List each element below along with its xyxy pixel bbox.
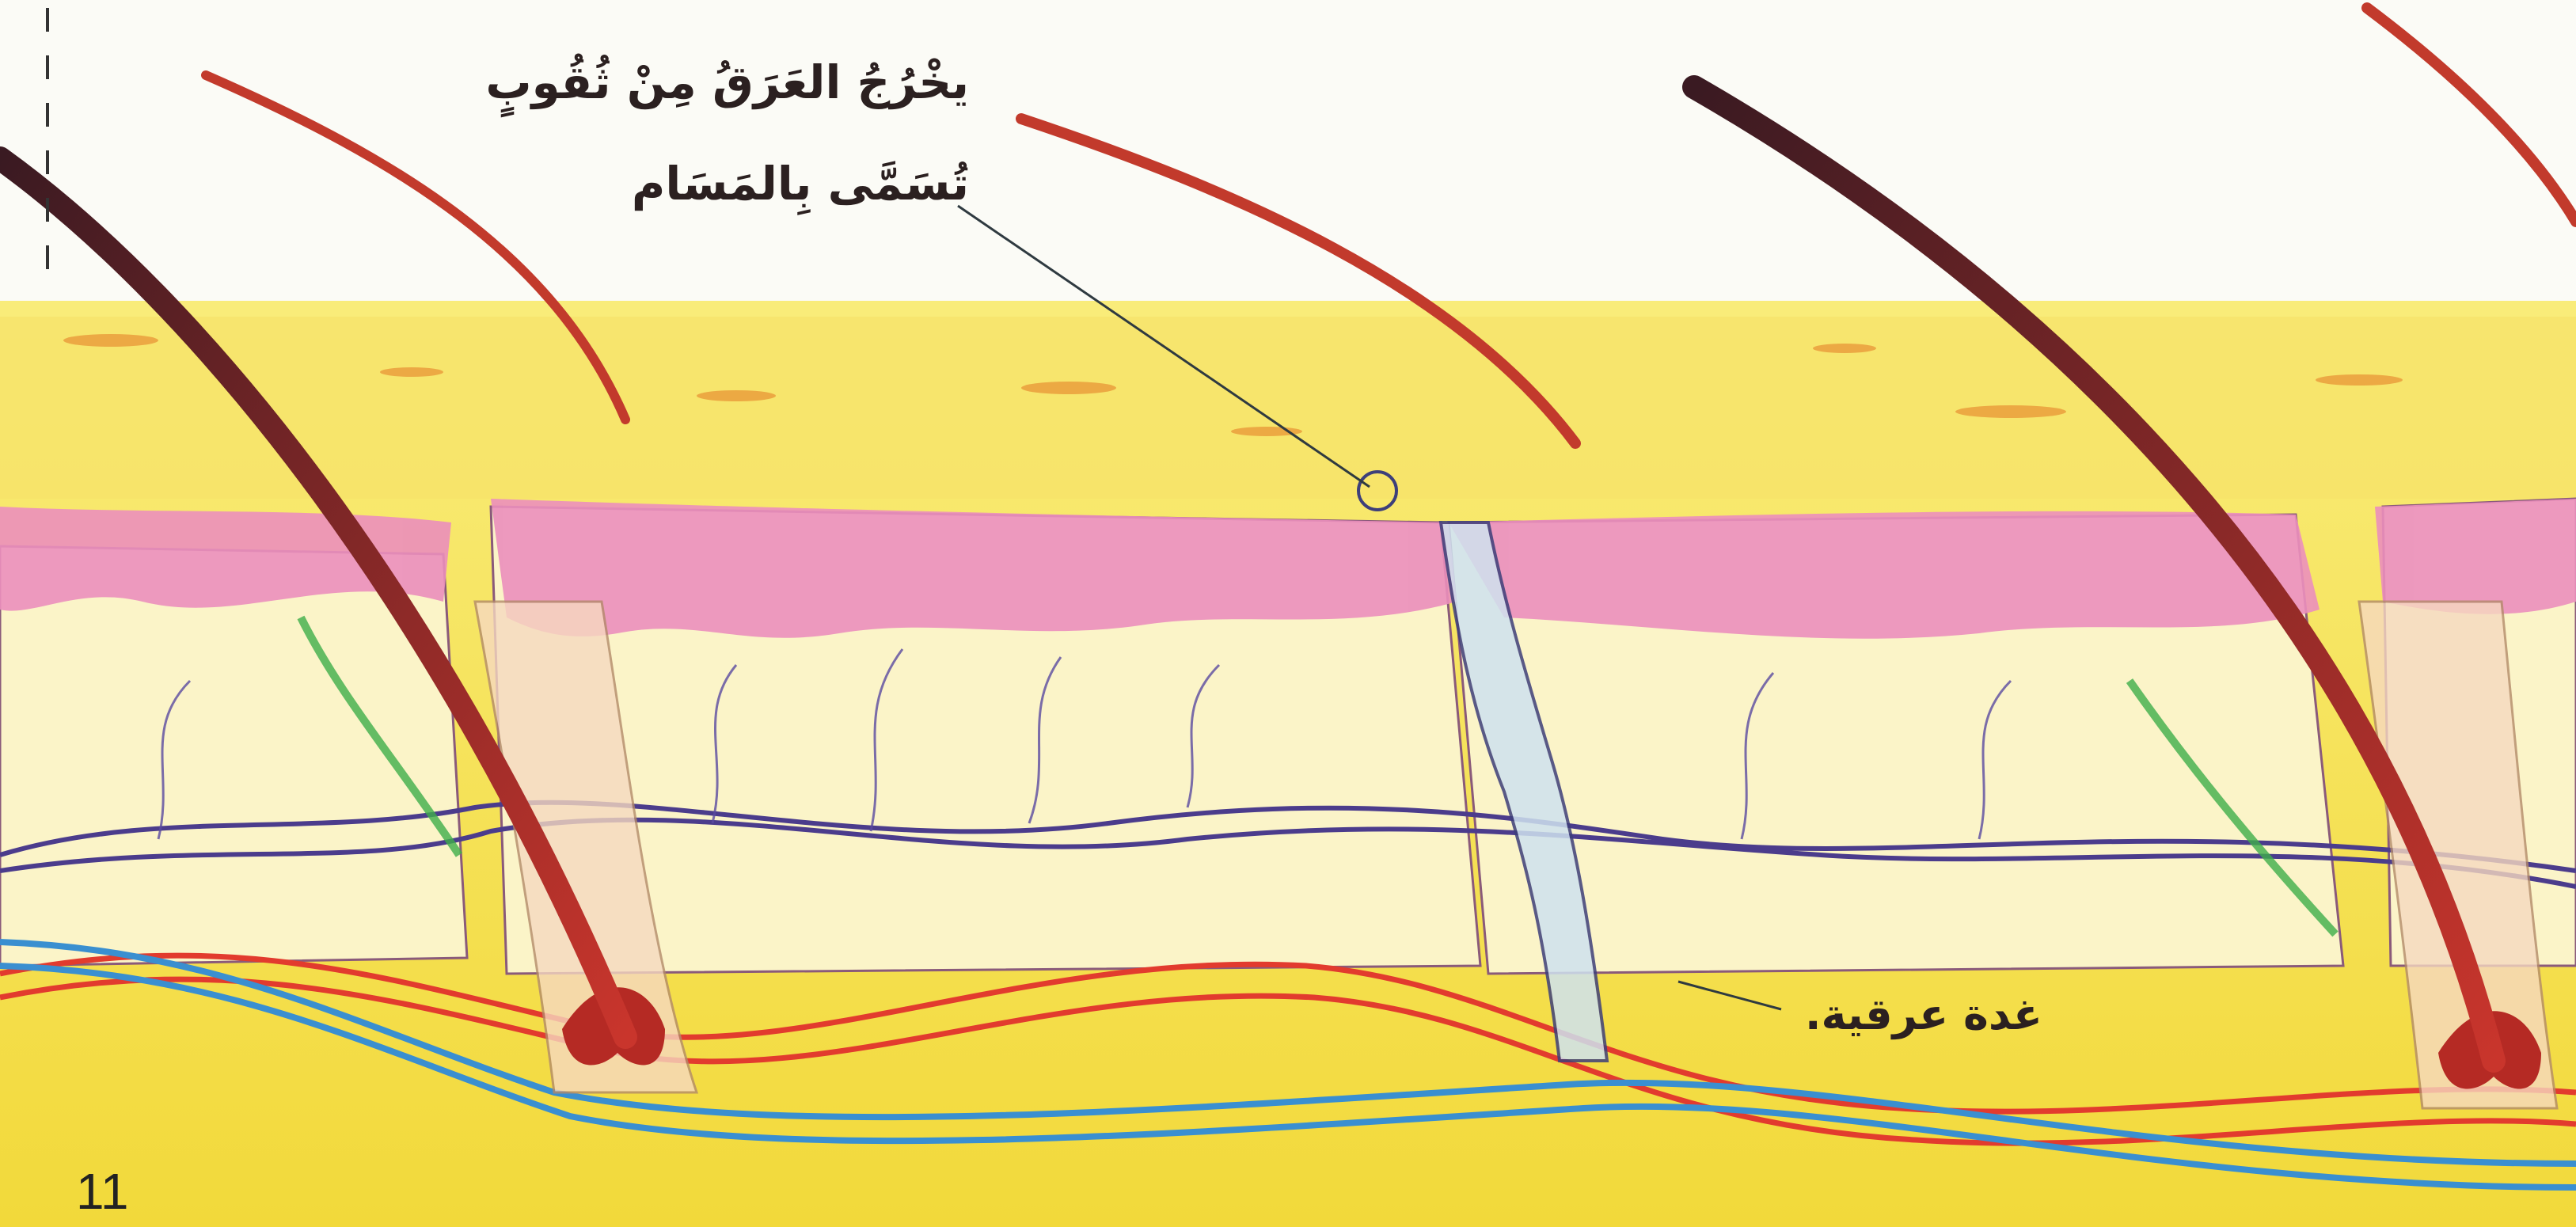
pore-label-line-2: تُسَمَّى بِالمَسَام — [485, 133, 969, 234]
pore-label-line-1: يخْرُجُ العَرَقُ مِنْ ثُقُوبٍ — [485, 32, 969, 133]
pore-label: يخْرُجُ العَرَقُ مِنْ ثُقُوبٍ تُسَمَّى ب… — [485, 32, 969, 234]
page-number: 11 — [76, 1162, 128, 1221]
air-background — [0, 0, 2576, 301]
sweat-gland-label: غدة عرقية. — [1805, 990, 2042, 1039]
